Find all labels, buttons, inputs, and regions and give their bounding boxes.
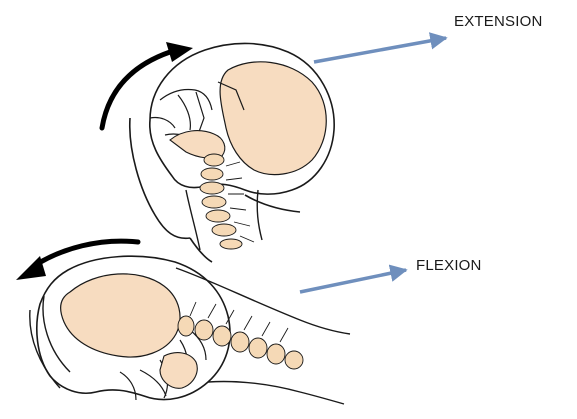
- flexion-spine: [178, 302, 303, 369]
- extension-skull: [220, 62, 326, 175]
- extension-label: EXTENSION: [454, 13, 542, 30]
- flexion-figure: [16, 241, 350, 404]
- flexion-skull: [61, 274, 180, 357]
- flexion-label: FLEXION: [416, 257, 482, 274]
- flexion-jaw: [160, 353, 197, 389]
- flexion-pointer-arrow-icon: [300, 270, 406, 292]
- extension-spine: [200, 154, 254, 249]
- extension-curved-arrow-icon: [102, 42, 193, 128]
- extension-figure: [102, 42, 334, 262]
- extension-pointer-arrow-icon: [314, 38, 446, 62]
